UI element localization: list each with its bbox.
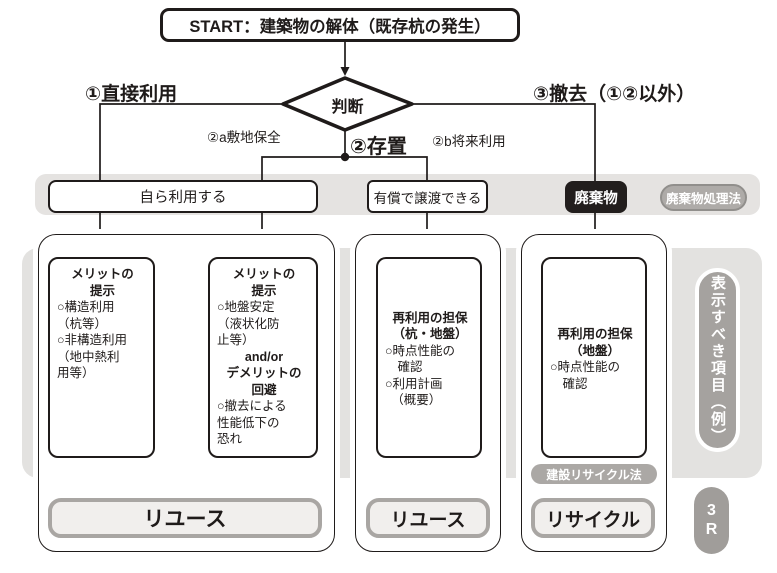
box-reuse-guarantee-pile-ground: 再利用の担保 （杭・地盤） ○時点性能の 確認 ○利用計画 （概要） [376, 257, 482, 458]
waste-disposal-law-badge: 廃棄物処理法 [660, 184, 747, 211]
decision-diamond [281, 76, 414, 132]
box-body: ○時点性能の 確認 ○利用計画 （概要） [385, 343, 456, 408]
box-body: ○時点性能の 確認 [550, 360, 621, 391]
start-node: START：建築物の解体（既存杭の発生） [160, 8, 520, 42]
box-merit-direct-use: メリットの 提示 ○構造利用 （杭等） ○非構造利用 （地中熱利 用等） [48, 257, 155, 458]
box-body: ○地盤安定 （液状化防 止等） [217, 300, 280, 347]
outcome-reuse-large: リユース [48, 498, 322, 538]
box-heading: メリットの 提示 [71, 267, 134, 298]
branch-label-future-use: ②b将来利用 [432, 134, 506, 149]
outcome-recycle: リサイクル [531, 498, 655, 538]
three-r-badge: 3 R [694, 487, 729, 554]
box-heading: 再利用の担保 （杭・地盤） [392, 310, 468, 342]
branch-label-preservation: ②存置 [350, 136, 407, 158]
box-merit-preservation: メリットの 提示 ○地盤安定 （液状化防 止等） and/or デメリットの 回… [208, 257, 318, 458]
box-body: ○撤去による 性能低下の 恐れ [217, 399, 287, 446]
condition-waste: 廃棄物 [565, 181, 627, 213]
junction-dot [340, 152, 350, 162]
andor-connector: and/or [244, 349, 284, 364]
condition-paid-transfer: 有償で譲渡できる [367, 180, 488, 213]
box-body: ○構造利用 （杭等） ○非構造利用 （地中熱利 用等） [57, 300, 128, 380]
display-items-example-badge: 表示すべき項目（例） [695, 268, 740, 452]
decision-label: 判断 [331, 99, 364, 116]
box-heading-demerit: デメリットの 回避 [226, 366, 302, 397]
branch-label-removal: ③撤去（①②以外） [533, 84, 696, 105]
outcome-reuse-small: リユース [366, 498, 490, 538]
box-reuse-guarantee-ground: 再利用の担保 （地盤） ○時点性能の 確認 [541, 257, 647, 458]
box-heading: 再利用の担保 （地盤） [557, 327, 633, 358]
condition-self-use: 自ら利用する [48, 180, 318, 213]
branch-label-direct-use: ①直接利用 [85, 84, 178, 105]
branch-label-site-keep: ②a敷地保全 [207, 130, 281, 145]
box-heading: メリットの 提示 [232, 267, 296, 298]
construction-recycle-law-badge: 建設リサイクル法 [531, 464, 657, 484]
